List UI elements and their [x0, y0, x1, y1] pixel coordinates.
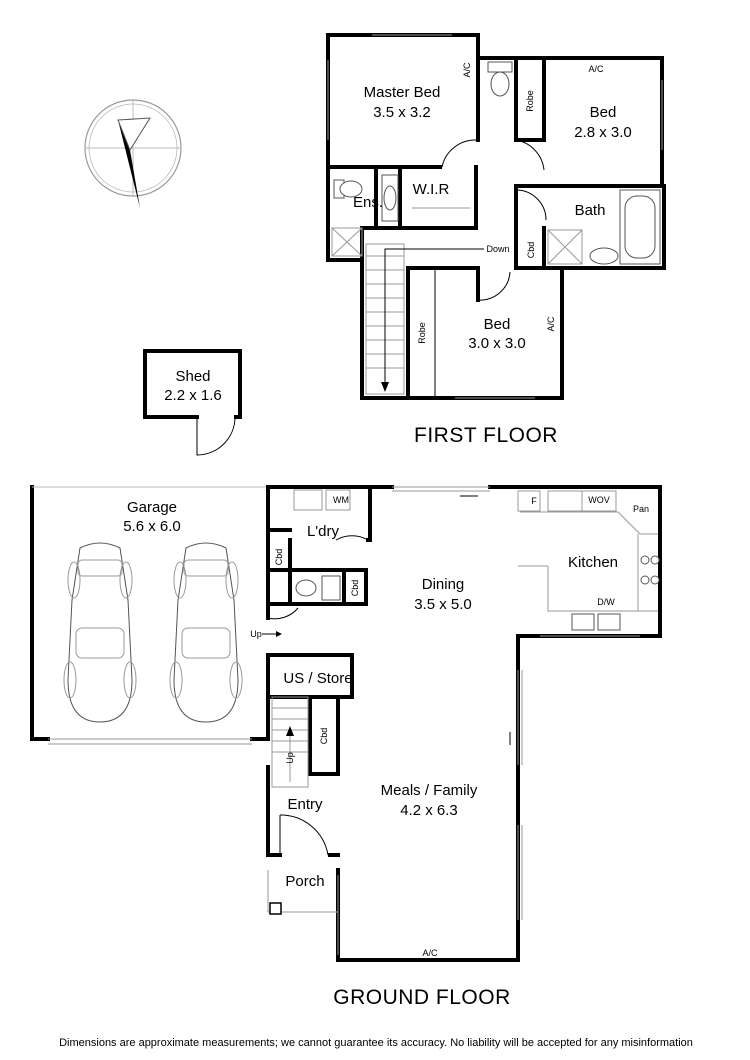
first-floor-title: FIRST FLOOR — [414, 424, 558, 447]
laundry-label: L'dry — [307, 523, 340, 540]
cbd-wc-label: Cbd — [350, 580, 360, 597]
bed-2-size: 2.8 x 3.0 — [574, 124, 632, 141]
cbd-first-label: Cbd — [526, 242, 536, 259]
dishwasher-label: D/W — [597, 597, 615, 607]
stove-icon — [640, 555, 660, 585]
kitchen-bench — [517, 490, 658, 612]
garage-label: Garage — [127, 499, 177, 516]
dining-size: 3.5 x 5.0 — [414, 596, 472, 613]
shed — [143, 349, 242, 456]
cbd-stair-label: Cbd — [319, 728, 329, 745]
car-icon — [63, 542, 137, 723]
car-icon — [169, 542, 243, 723]
down-label: Down — [486, 244, 509, 254]
disclaimer-text: Dimensions are approximate measurements;… — [59, 1037, 693, 1049]
ac-bed2-label: A/C — [588, 64, 604, 74]
sink-icon — [571, 613, 621, 631]
cbd-laundry-label: Cbd — [274, 549, 284, 566]
sink-icon — [589, 247, 619, 265]
dining-label: Dining — [422, 576, 465, 593]
master-bed-size: 3.5 x 3.2 — [373, 104, 431, 121]
shed-label: Shed — [175, 368, 210, 385]
wm-label: WM — [333, 495, 349, 505]
pantry-label: Pan — [633, 504, 649, 514]
ground-floor-title: GROUND FLOOR — [333, 986, 511, 1009]
stairs-first — [365, 243, 484, 395]
ac-bed3-label: A/C — [546, 316, 556, 332]
up-stair-label: Up — [285, 752, 295, 764]
robe-bed3-label: Robe — [417, 322, 427, 344]
ac-ground-label: A/C — [422, 948, 438, 958]
toilet-icon — [487, 61, 513, 97]
entry-label: Entry — [287, 796, 323, 813]
ensuite-label: Ens. — [353, 194, 383, 211]
bed-2-label: Bed — [590, 104, 617, 121]
fridge-label: F — [531, 496, 537, 506]
first-floor — [326, 33, 666, 400]
bed-3-label: Bed — [484, 316, 511, 333]
meals-family-label: Meals / Family — [381, 782, 478, 799]
compass-icon — [84, 99, 182, 208]
kitchen-label: Kitchen — [568, 554, 618, 571]
bath-label: Bath — [575, 202, 606, 219]
robe-bed2-label: Robe — [525, 90, 535, 112]
meals-family-size: 4.2 x 6.3 — [400, 802, 458, 819]
shed-size: 2.2 x 1.6 — [164, 387, 222, 404]
bed-3-size: 3.0 x 3.0 — [468, 335, 526, 352]
master-bed-label: Master Bed — [364, 84, 441, 101]
wir-label: W.I.R — [413, 181, 450, 198]
garage-size: 5.6 x 6.0 — [123, 518, 181, 535]
us-store-label: US / Store — [283, 670, 352, 687]
up-garage-label: Up — [250, 629, 262, 639]
porch-label: Porch — [285, 873, 324, 890]
bath-icon — [619, 189, 661, 265]
ac-master-label: A/C — [462, 62, 472, 78]
toilet-icon — [295, 575, 341, 601]
ground-floor — [30, 485, 662, 962]
wall-oven-label: WOV — [588, 495, 610, 505]
toilet-icon — [333, 179, 363, 199]
stairs-ground — [271, 696, 309, 788]
